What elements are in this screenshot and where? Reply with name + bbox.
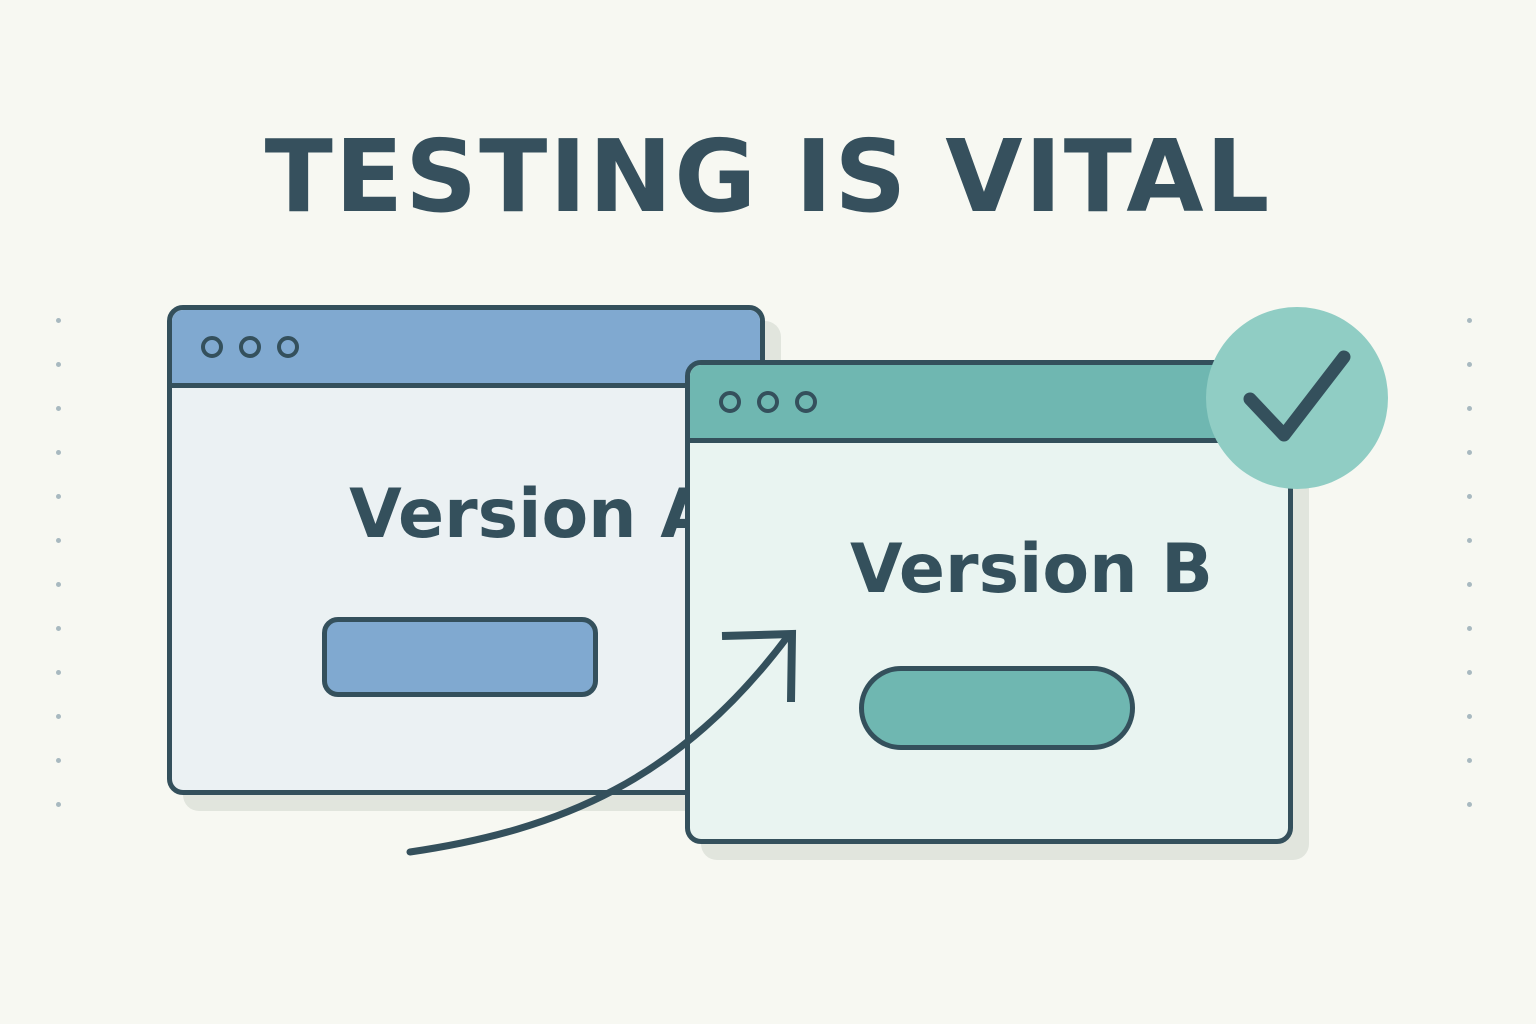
page-title: TESTING IS VITAL [264,118,1272,235]
window-control-dot[interactable] [719,391,741,413]
success-badge [1206,307,1388,489]
window-control-dot[interactable] [201,336,223,358]
version-a-titlebar [172,310,760,388]
version-b-label: Version B [850,530,1213,609]
decorative-dots-left [56,318,62,846]
version-a-button[interactable] [322,617,598,697]
version-a-label: Version A [349,475,713,554]
version-b-window: Version B [685,360,1293,844]
version-b-button[interactable] [859,666,1135,750]
window-control-dot[interactable] [239,336,261,358]
version-b-titlebar [690,365,1288,443]
window-control-dot[interactable] [795,391,817,413]
window-control-dot[interactable] [277,336,299,358]
checkmark-icon [1243,350,1351,442]
window-control-dot[interactable] [757,391,779,413]
version-a-window: Version A [167,305,765,795]
decorative-dots-right [1467,318,1473,846]
